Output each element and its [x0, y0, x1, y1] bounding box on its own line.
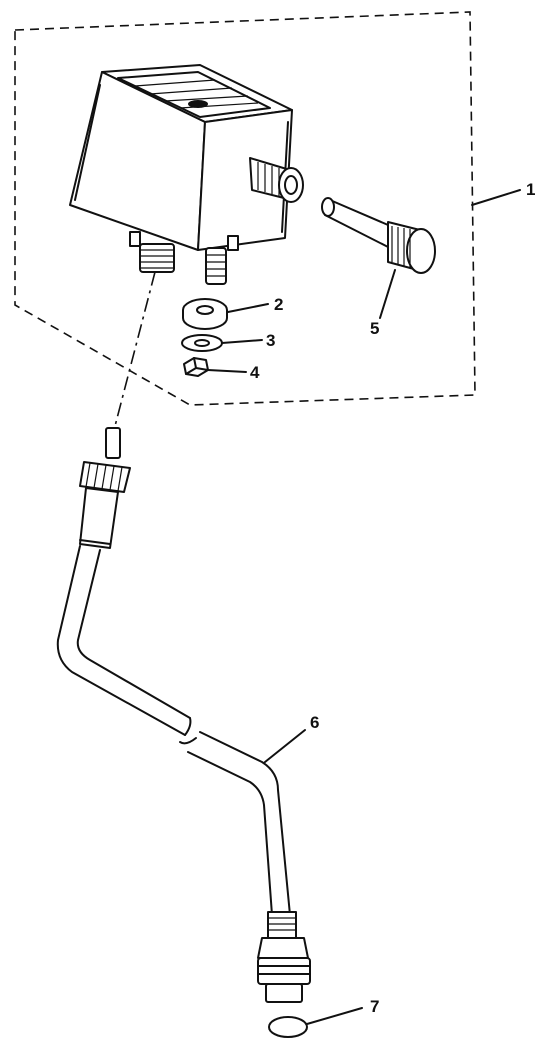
reset-boss: [249, 157, 304, 203]
callout-2: 2: [274, 295, 283, 314]
callout-5: 5: [370, 319, 379, 338]
callout-4-leader: [207, 369, 247, 373]
o-ring: [268, 1016, 308, 1038]
reset-knob: [321, 197, 436, 274]
washer: [181, 334, 223, 352]
callout-3: 3: [266, 331, 275, 350]
callout-5-leader: [379, 269, 396, 319]
mounting-stud: [205, 247, 227, 285]
callout-1: 1: [526, 180, 535, 199]
grommet: [182, 298, 228, 330]
callout-2-leader: [227, 303, 269, 313]
callout-3-leader: [221, 339, 263, 344]
alignment-centerline: [113, 271, 156, 431]
callout-7: 7: [370, 997, 379, 1016]
drive-fitting: [139, 243, 175, 273]
callout-4: 4: [250, 363, 260, 382]
nut: [183, 357, 209, 377]
callout-1-leader: [471, 189, 521, 206]
speedometer-head: [69, 64, 293, 251]
assembly-boundary: [14, 11, 476, 406]
callout-6: 6: [310, 713, 319, 732]
speedometer-cable: [56, 427, 311, 1003]
callout-6-leader: [264, 729, 306, 763]
callout-7-leader: [306, 1007, 363, 1025]
